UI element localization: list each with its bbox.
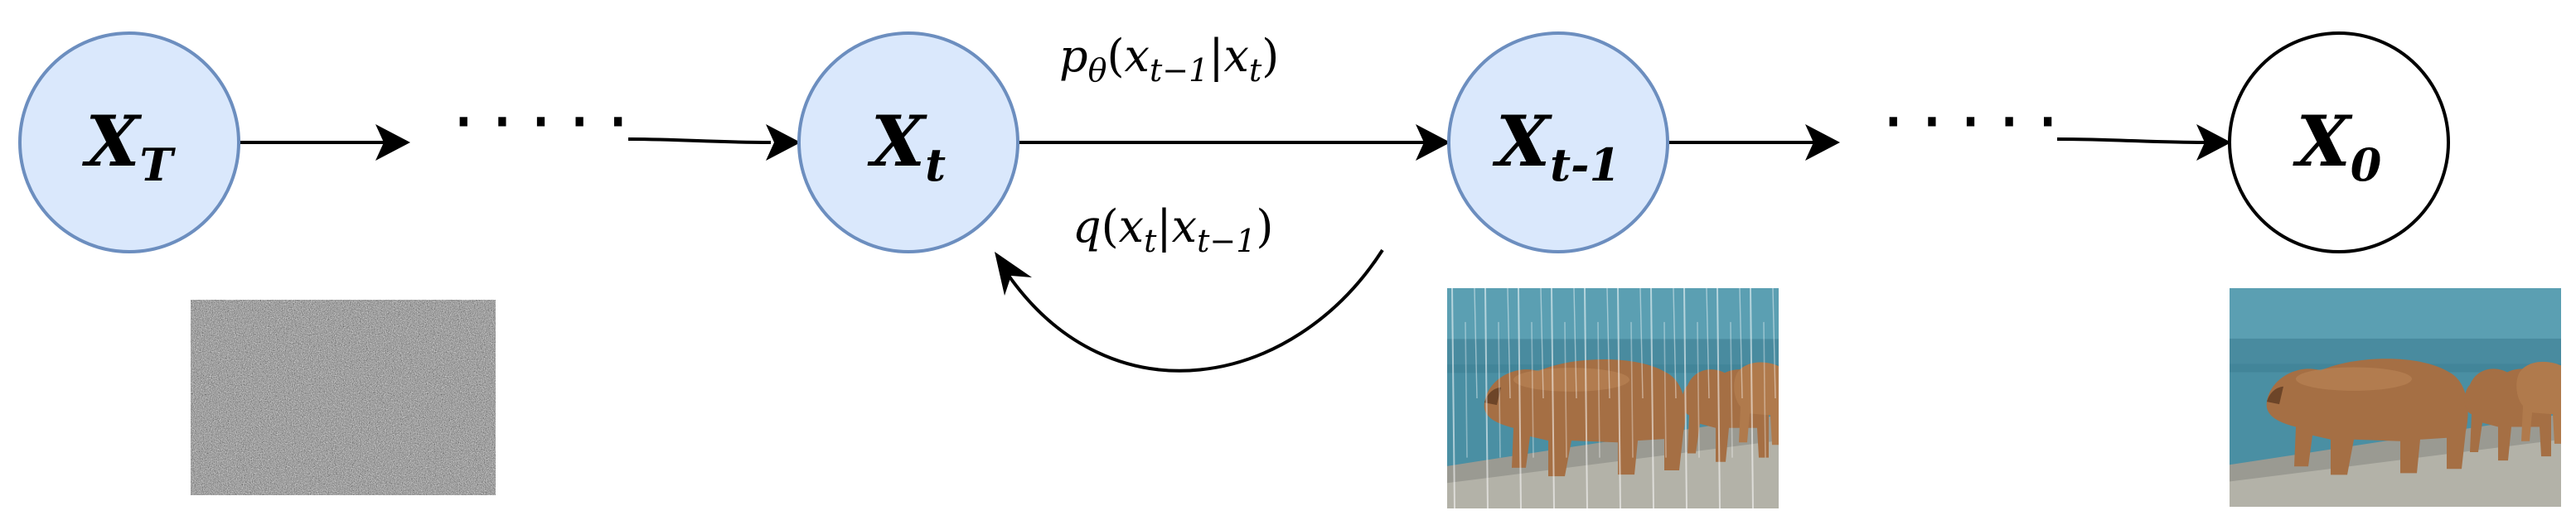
arrow-forward-q xyxy=(1005,248,1384,373)
svg-text:X0: X0 xyxy=(2293,100,2382,191)
arrowhead-icon xyxy=(1416,124,1450,161)
clean-bears-image xyxy=(2230,288,2561,507)
ellipsis-left: ····· xyxy=(452,79,645,166)
arrowhead-icon xyxy=(1805,124,1840,161)
noise-image xyxy=(191,300,496,495)
node-xt: Xt xyxy=(797,31,1019,253)
ellipsis-right: ····· xyxy=(1881,79,2075,166)
svg-text:XT: XT xyxy=(81,100,176,191)
arrowhead-icon xyxy=(375,124,410,161)
arrowhead-icon xyxy=(995,252,1032,296)
arrow-ellipsis-to-xt xyxy=(627,137,772,144)
arrowhead-icon xyxy=(766,124,801,161)
reverse-process-label: pθ(xt−1|xt) xyxy=(1059,30,1279,89)
node-x0: X0 xyxy=(2228,31,2450,253)
arrowhead-icon xyxy=(2196,124,2231,161)
rainy-bears-image xyxy=(1447,288,1779,508)
svg-text:Xt-1: Xt-1 xyxy=(1492,100,1620,191)
node-xT: XT xyxy=(18,31,240,253)
forward-process-label: q(xt|xt−1) xyxy=(1073,200,1273,259)
node-xt-minus-1: Xt-1 xyxy=(1447,31,1669,253)
arrow-ellipsis-to-x0 xyxy=(2056,137,2206,144)
svg-text:Xt: Xt xyxy=(867,100,946,191)
